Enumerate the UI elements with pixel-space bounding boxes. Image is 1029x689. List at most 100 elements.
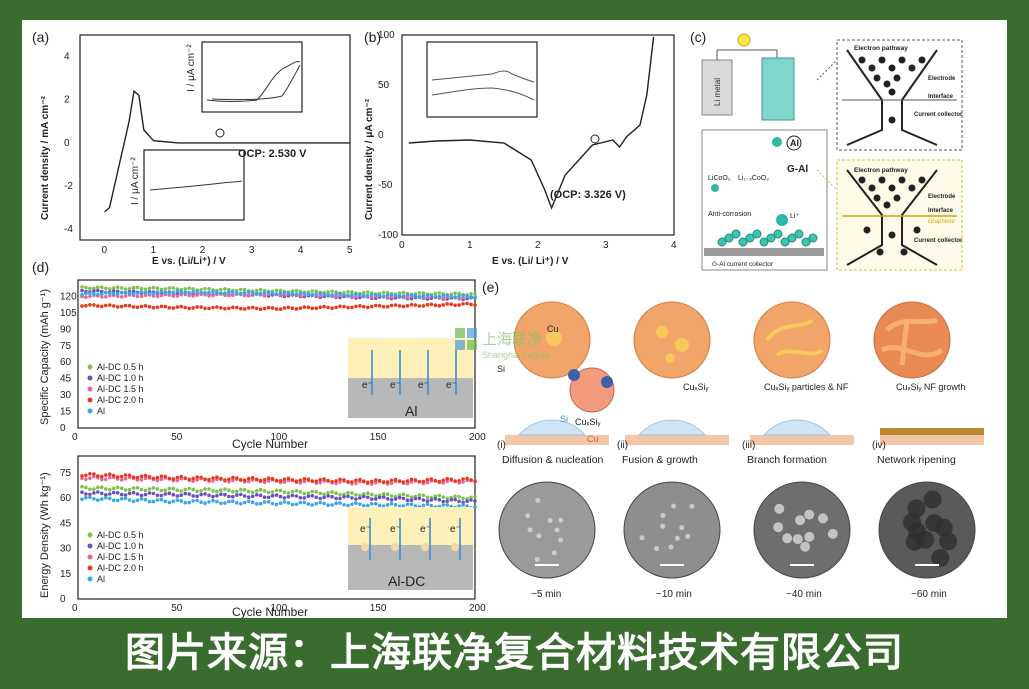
cycle-point xyxy=(370,482,374,486)
panel-c: (c) Li metal Al G-Al LiCoO₂ Li₁₋ₓCoO₂ An… xyxy=(690,29,963,271)
electron-dot xyxy=(908,64,916,72)
cycle-point xyxy=(203,477,207,482)
cycle-point xyxy=(381,492,386,496)
cycle-point xyxy=(441,481,446,485)
panel-d-top-xlabel: Cycle Number xyxy=(232,437,308,451)
cycle-point xyxy=(433,295,438,299)
cycle-point xyxy=(425,499,430,503)
cycle-point xyxy=(397,479,402,483)
cycle-point xyxy=(262,489,267,493)
cycle-point xyxy=(115,498,120,503)
cycle-point xyxy=(108,475,112,480)
cycle-point xyxy=(354,501,358,505)
cycle-point xyxy=(461,503,465,507)
li-plus-ion xyxy=(776,214,788,226)
cycle-point xyxy=(270,306,275,310)
panel-a-label: (a) xyxy=(32,29,49,45)
cycle-point xyxy=(191,294,195,298)
cycle-point xyxy=(282,496,287,500)
cycle-point xyxy=(441,478,446,483)
cycle-point xyxy=(119,295,124,299)
electron-dot xyxy=(908,184,916,192)
cycle-point xyxy=(207,290,211,295)
electron-dot xyxy=(878,56,886,64)
cycle-point xyxy=(298,293,303,298)
cycle-point xyxy=(445,293,450,298)
cycle-point xyxy=(298,478,303,483)
cycle-point xyxy=(389,292,394,297)
cycle-point xyxy=(171,499,176,504)
cycle-point xyxy=(417,496,422,501)
stage3-label: CuₓSiᵧ particles & NF xyxy=(764,382,849,392)
cycle-point xyxy=(119,286,124,290)
stage2-label: CuₓSiᵧ xyxy=(683,382,708,392)
cycle-point xyxy=(270,493,275,498)
cycle-point xyxy=(294,488,299,493)
cycle-point xyxy=(437,294,442,299)
al-text: Al xyxy=(790,138,799,148)
cycle-point xyxy=(167,291,172,295)
cycle-point xyxy=(286,495,291,499)
cycle-point xyxy=(175,494,180,498)
zoom-line-2 xyxy=(816,169,838,191)
cycle-point xyxy=(453,303,457,308)
cycle-ytick: 45 xyxy=(60,374,72,385)
cycle-point xyxy=(171,306,176,310)
top-inset-electrode xyxy=(348,338,473,378)
stage2-grain-1 xyxy=(656,326,668,338)
panel-a-inset-top xyxy=(201,41,303,113)
cycle-point xyxy=(274,493,279,497)
cycle-point xyxy=(278,488,283,493)
cycle-point xyxy=(246,290,251,294)
inset-bottom-ylabel: I / μA cm⁻² xyxy=(130,157,141,205)
cycle-point xyxy=(119,486,124,491)
cathode-ball xyxy=(801,237,811,247)
cycle-point xyxy=(239,492,243,497)
cycle-point xyxy=(441,495,446,499)
cycle-point xyxy=(131,499,136,504)
cycle-point xyxy=(84,304,88,308)
cycle-point xyxy=(449,498,454,502)
cycle-point xyxy=(175,498,180,502)
cycle-point xyxy=(318,496,323,501)
cycle-point xyxy=(108,303,112,307)
micrograph-feature xyxy=(804,509,815,520)
cycle-point xyxy=(314,489,319,494)
panel-d-label: (d) xyxy=(32,259,49,275)
cycle-point xyxy=(123,287,128,291)
cycle-point xyxy=(286,305,291,310)
cycle-point xyxy=(278,288,283,293)
cycle-point xyxy=(342,492,346,497)
cycle-point xyxy=(215,290,219,295)
cycle-point xyxy=(306,477,311,482)
cycle-point xyxy=(437,479,442,484)
cathode-ball xyxy=(738,237,748,247)
cycle-point xyxy=(203,487,207,491)
cycle-point xyxy=(84,495,88,500)
cycle-point xyxy=(187,291,191,295)
panel-b-xtick: 3 xyxy=(603,240,609,251)
cycle-point xyxy=(151,305,156,310)
cycle-point xyxy=(358,477,362,482)
panel-a-ytick: -2 xyxy=(64,181,73,192)
cycle-point xyxy=(334,491,338,496)
cycle-point xyxy=(155,487,160,491)
cycle-point xyxy=(409,480,414,484)
cycle-point xyxy=(437,497,442,502)
panel-a-ylabel: Current density / mA cm⁻² xyxy=(40,96,51,220)
cycle-point xyxy=(135,475,140,480)
cycle-point xyxy=(183,287,187,291)
substrate-cu xyxy=(625,435,729,445)
cycle-point xyxy=(330,293,334,297)
cycle-point xyxy=(231,290,235,294)
cycle-point xyxy=(326,290,330,294)
cycle-point xyxy=(461,293,465,298)
cycle-point xyxy=(322,492,326,497)
cycle-point xyxy=(381,305,386,309)
cycle-point xyxy=(151,499,156,504)
cathode-ball-cluster xyxy=(717,229,818,247)
cycle-point xyxy=(429,498,434,502)
cycle-point xyxy=(457,479,461,483)
panel-d-top-points xyxy=(80,285,477,312)
